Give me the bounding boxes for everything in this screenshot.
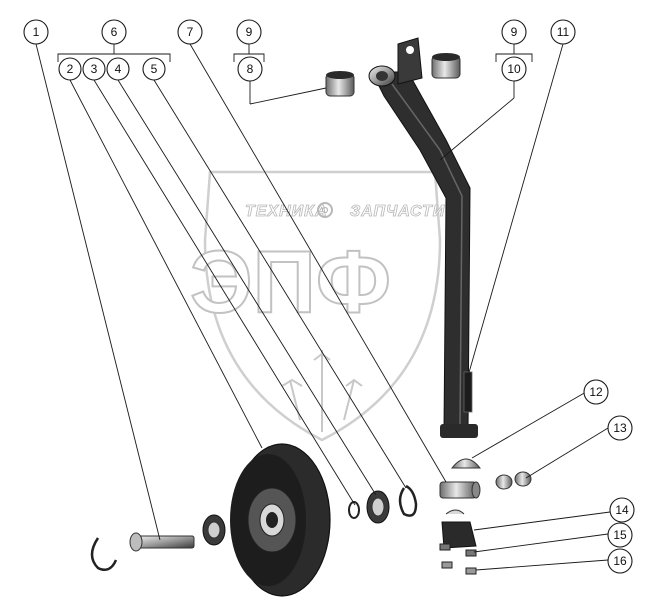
callout-12: 12: [583, 379, 609, 405]
callout-8-label: 8: [247, 62, 254, 76]
callout-9-left-label: 9: [246, 25, 253, 39]
bushing-right: [431, 53, 461, 79]
callout-15: 15: [607, 522, 633, 548]
leader-lines: [35, 42, 611, 571]
watermark: ТЕХНИКА ЗАПЧАСТИ ЭПФ: [189, 170, 445, 442]
callout-7-label: 7: [187, 25, 194, 39]
circlip-left: [90, 537, 118, 571]
callout-12-label: 12: [589, 385, 603, 399]
watermark-text-right: ЗАПЧАСТИ: [350, 203, 445, 220]
callout-13: 13: [607, 415, 633, 441]
callout-1-label: 1: [33, 25, 40, 39]
gear-icon: [317, 202, 333, 218]
spacer-ring: [348, 501, 360, 519]
callout-11: 11: [550, 19, 576, 45]
callout-16-label: 16: [613, 554, 627, 568]
watermark-text-left: ТЕХНИКА: [245, 203, 328, 220]
bearing-left: [202, 514, 226, 546]
callout-14-label: 14: [615, 503, 629, 517]
callout-2: 2: [58, 57, 82, 81]
axle-bolt: [129, 532, 195, 552]
callout-7: 7: [177, 19, 203, 45]
small-bushings: [495, 471, 532, 490]
callout-14: 14: [609, 497, 635, 523]
bushing-left: [325, 71, 355, 97]
callout-16: 16: [607, 548, 633, 574]
callout-15-label: 15: [613, 528, 627, 542]
callout-1: 1: [23, 19, 49, 45]
callout-4-label: 4: [115, 62, 122, 76]
callout-2-label: 2: [67, 62, 74, 76]
circlip-right: [398, 484, 418, 517]
callout-10: 10: [501, 56, 527, 82]
callout-6: 6: [101, 19, 127, 45]
callout-3-label: 3: [91, 62, 98, 76]
pin: [439, 481, 481, 499]
watermark-logo: ЭПФ: [190, 232, 391, 331]
support-arm: [368, 37, 478, 438]
callout-10-label: 10: [507, 62, 521, 76]
callout-5-label: 5: [151, 62, 158, 76]
callout-13-label: 13: [613, 421, 627, 435]
callout-3: 3: [82, 57, 106, 81]
pulley-wheel: [230, 443, 331, 597]
bearing-right: [366, 490, 390, 524]
callout-8: 8: [237, 56, 263, 82]
callout-6-label: 6: [111, 25, 118, 39]
callout-4: 4: [106, 57, 130, 81]
clamp-block: [441, 509, 477, 549]
callout-11-label: 11: [557, 25, 570, 39]
watermark-shield: [203, 170, 442, 442]
callout-5: 5: [142, 57, 166, 81]
callout-9-right-label: 9: [511, 25, 518, 39]
small-hardware: [439, 543, 477, 575]
callout-9-right: 9: [501, 19, 527, 45]
half-bushing: [450, 458, 482, 469]
callout-9-left: 9: [236, 19, 262, 45]
